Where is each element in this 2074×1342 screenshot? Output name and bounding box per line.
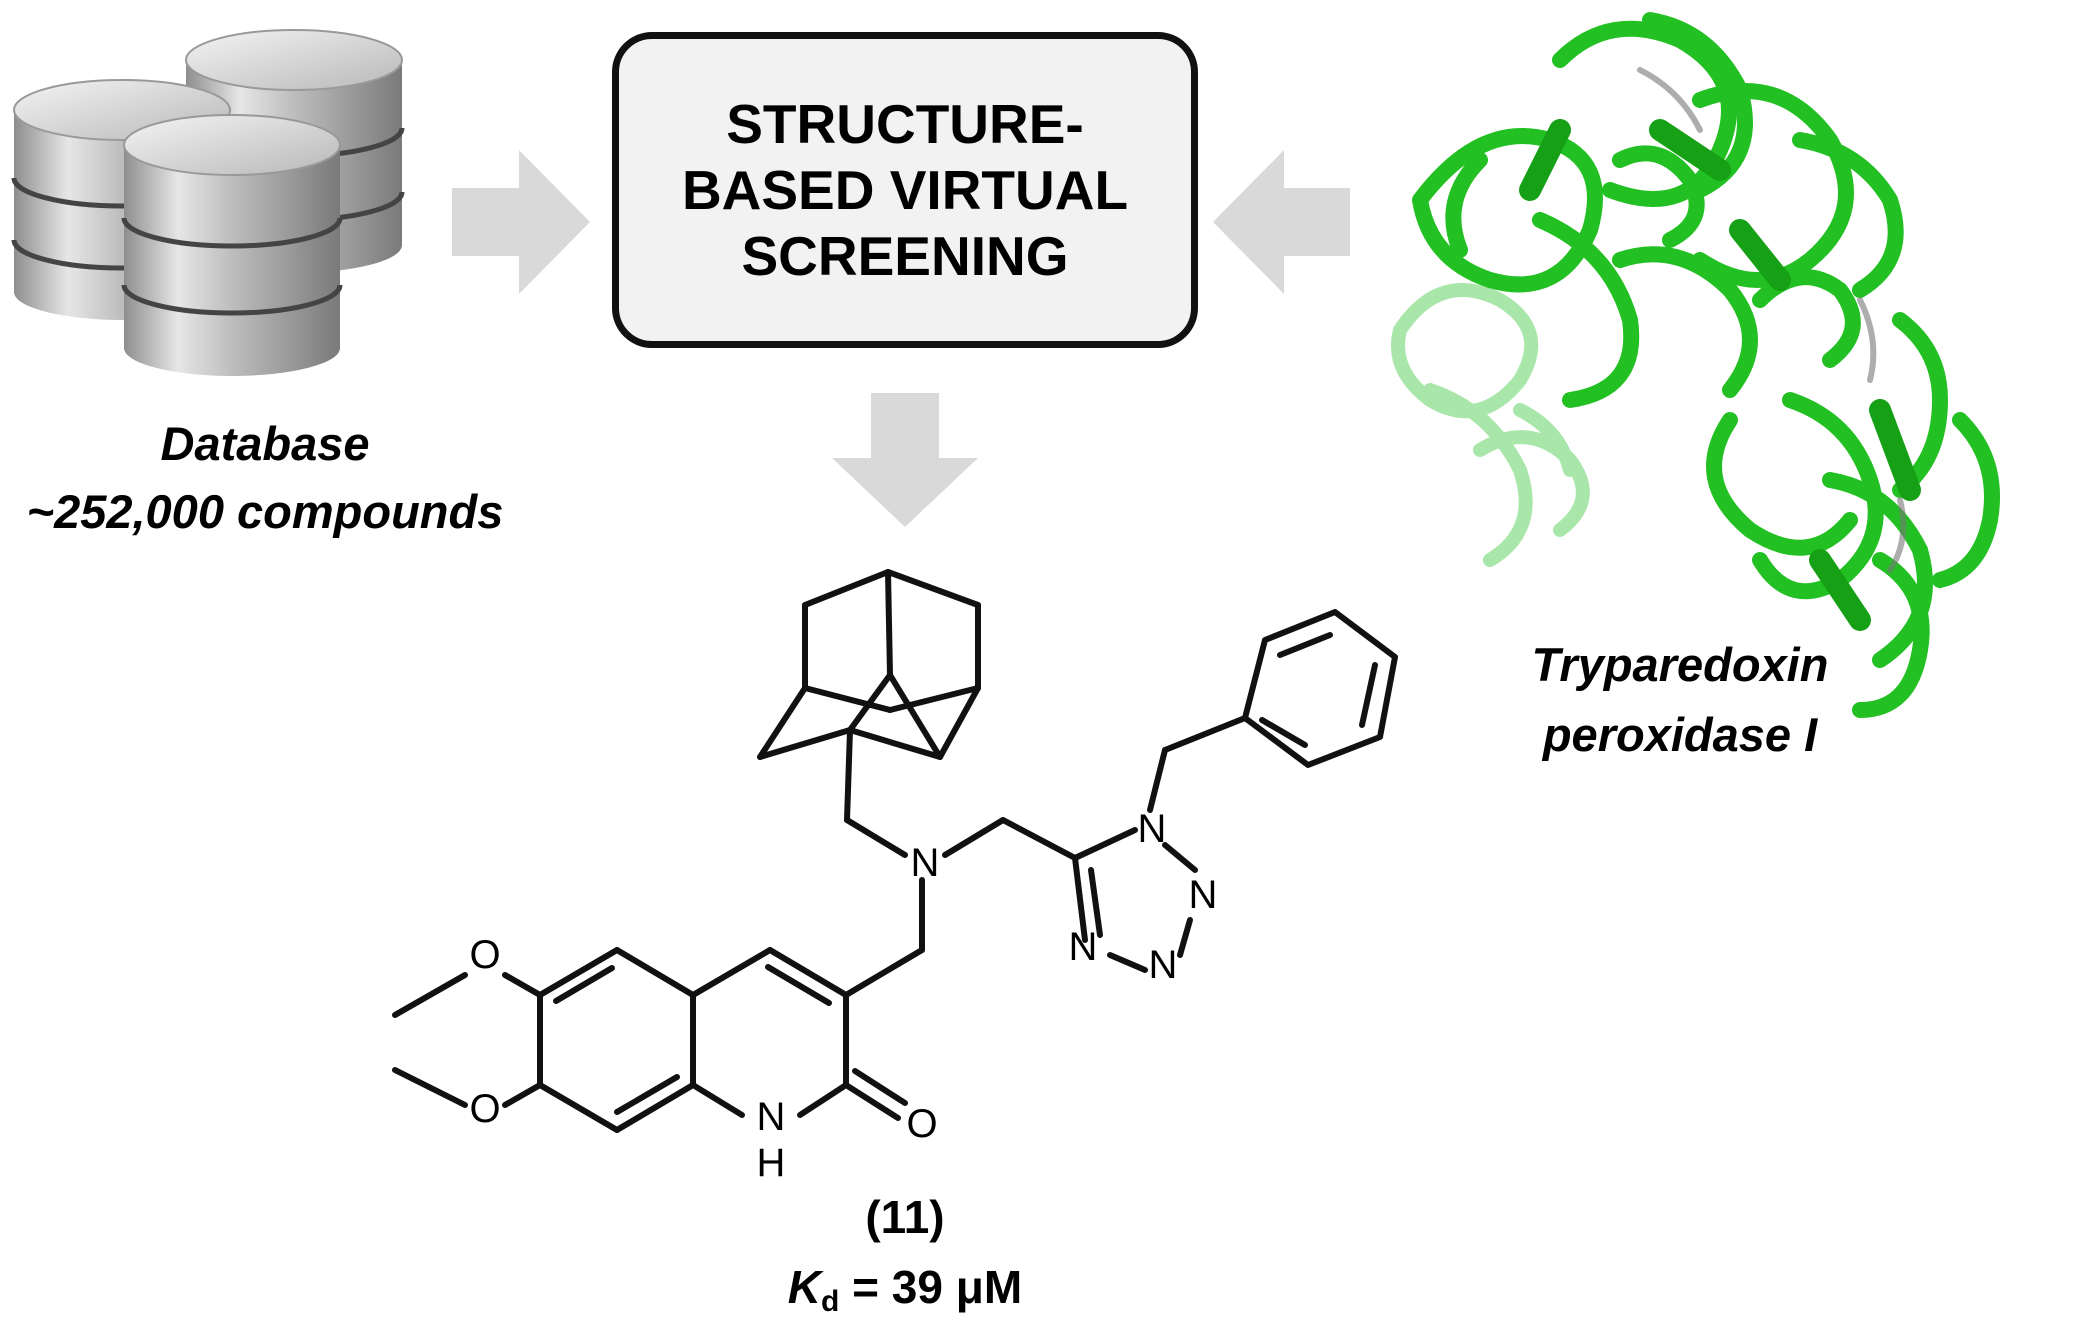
arrow-left bbox=[1213, 150, 1350, 294]
benzene-ring bbox=[1242, 609, 1398, 768]
protein-caption: Tryparedoxin peroxidase I bbox=[1450, 630, 1910, 770]
screening-box-line-3: SCREENING bbox=[741, 225, 1069, 287]
database-caption: Database ~252,000 compounds bbox=[0, 410, 530, 546]
atom-o-carbonyl: O bbox=[906, 1102, 937, 1146]
protein-structure-image bbox=[1391, 12, 2000, 718]
compound-id: (11) bbox=[865, 1191, 945, 1243]
atom-n-lactam: N bbox=[757, 1095, 786, 1139]
atom-n4-tetrazole: N bbox=[1069, 925, 1098, 969]
screening-box-line-1: STRUCTURE- bbox=[726, 93, 1084, 155]
kd-subscript: d bbox=[821, 1285, 840, 1318]
database-icon bbox=[11, 29, 405, 376]
atom-o-methoxy-bottom: O bbox=[469, 1087, 500, 1131]
database-subtitle: ~252,000 compounds bbox=[26, 485, 504, 538]
atom-n3-tetrazole: N bbox=[1149, 943, 1178, 987]
arrow-down bbox=[832, 393, 978, 527]
screening-box-line-2: BASED VIRTUAL bbox=[681, 159, 1129, 221]
atom-h-lactam: H bbox=[757, 1141, 786, 1185]
protein-name-line-1: Tryparedoxin bbox=[1531, 638, 1829, 691]
adamantane-group bbox=[757, 569, 981, 760]
atom-n2-tetrazole: N bbox=[1189, 873, 1218, 917]
screening-box: STRUCTURE- BASED VIRTUAL SCREENING bbox=[612, 32, 1198, 348]
atom-n-amine: N bbox=[911, 841, 940, 885]
atom-o-methoxy-top: O bbox=[469, 933, 500, 977]
tetrazole-ring bbox=[1072, 827, 1198, 973]
quinolinone-core bbox=[392, 947, 908, 1133]
compound-kd: Kd = 39 μM bbox=[720, 1260, 1090, 1319]
atom-labels: N N N N N N H O O O bbox=[469, 807, 1217, 1185]
arrow-right bbox=[452, 150, 590, 294]
kd-symbol: K bbox=[787, 1261, 822, 1313]
protein-name-line-2: peroxidase I bbox=[1542, 708, 1818, 761]
chemical-structure bbox=[392, 569, 1398, 1133]
database-cylinder-front bbox=[121, 114, 343, 376]
atom-n1-tetrazole: N bbox=[1138, 807, 1167, 851]
kd-value: = 39 μM bbox=[852, 1261, 1023, 1313]
database-title: Database bbox=[160, 417, 370, 470]
